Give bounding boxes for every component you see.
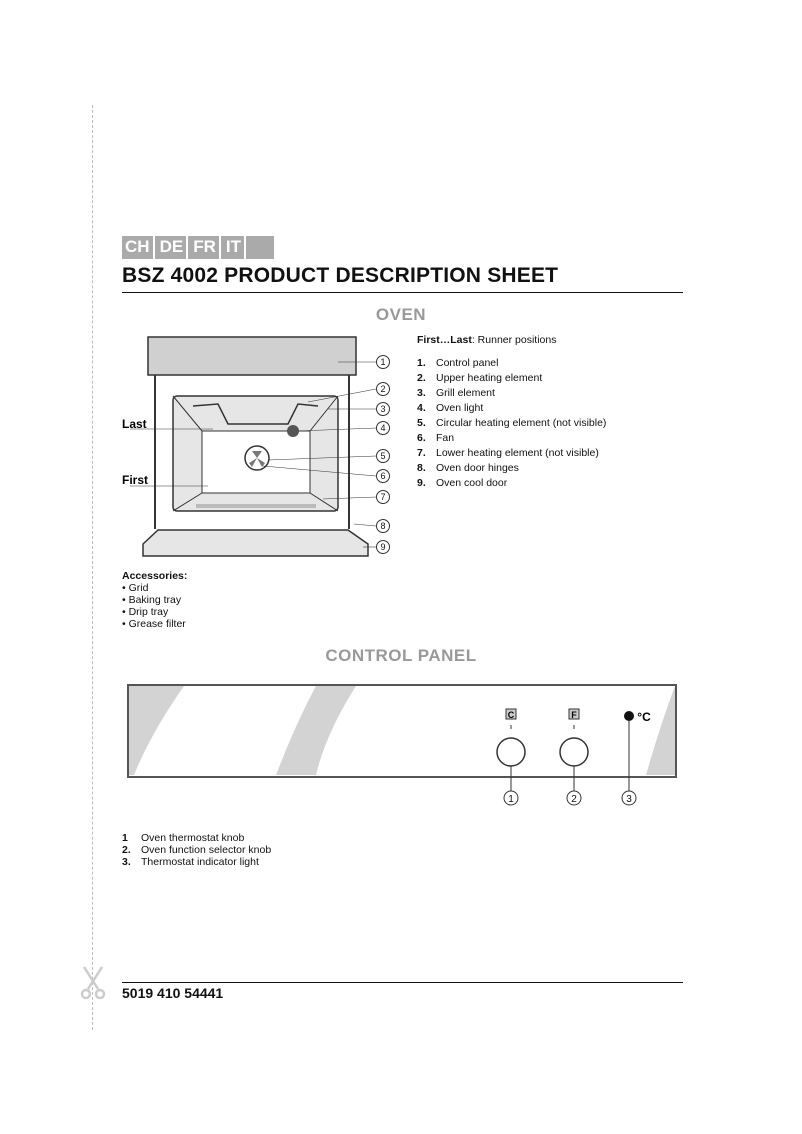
accessory-item: • Grid xyxy=(122,582,149,594)
list-item: 2.Oven function selector knob xyxy=(122,844,272,856)
list-item: 8.Oven door hinges xyxy=(417,462,519,474)
function-selector-knob[interactable] xyxy=(559,737,589,767)
list-item: 2.Upper heating element xyxy=(417,372,543,384)
svg-text:3: 3 xyxy=(380,404,385,414)
callout-1: 1 xyxy=(376,355,390,369)
svg-text:7: 7 xyxy=(380,492,385,502)
lang-fr: FR xyxy=(190,236,221,259)
scissors-icon xyxy=(80,966,106,1000)
callout-7: 7 xyxy=(376,490,390,504)
svg-text:4: 4 xyxy=(380,423,385,433)
callout-5: 5 xyxy=(376,449,390,463)
runner-note: First…Last: Runner positions xyxy=(417,333,556,348)
list-item: 7.Lower heating element (not visible) xyxy=(417,447,599,459)
svg-text:5: 5 xyxy=(380,451,385,461)
list-item: 6.Fan xyxy=(417,432,455,444)
svg-text:1: 1 xyxy=(380,357,385,367)
lang-it: IT xyxy=(223,236,246,259)
accessories-title: Accessories: xyxy=(122,570,188,582)
callout-2: 2 xyxy=(376,382,390,396)
cut-line xyxy=(92,105,93,1030)
accessory-item: • Baking tray xyxy=(122,594,182,606)
accessory-item: • Grease filter xyxy=(122,618,186,630)
list-item: 5.Circular heating element (not visible) xyxy=(417,417,607,429)
callout-6: 6 xyxy=(376,469,390,483)
callout-1: 1 xyxy=(508,794,514,805)
knob-symbol-c: C xyxy=(508,710,515,720)
svg-text:6: 6 xyxy=(380,471,385,481)
indicator-label: °C xyxy=(637,710,651,724)
accessory-item: • Drip tray xyxy=(122,606,169,618)
list-item: 4.Oven light xyxy=(417,402,484,414)
list-item: 1.Control panel xyxy=(417,357,499,369)
svg-text:9: 9 xyxy=(380,542,385,552)
callout-9: 9 xyxy=(376,540,390,554)
label-last: Last xyxy=(122,417,147,431)
oven-parts-list: 1.Control panel 2.Upper heating element … xyxy=(417,356,606,491)
indicator-light xyxy=(624,711,634,721)
control-panel-diagram: C F °C 1 2 3 xyxy=(127,684,677,806)
title-rule xyxy=(122,292,683,293)
callout-2: 2 xyxy=(571,794,577,805)
callout-4: 4 xyxy=(376,421,390,435)
list-item: 3.Thermostat indicator light xyxy=(122,856,259,868)
runner-note-text: : Runner positions xyxy=(471,334,557,346)
label-first: First xyxy=(122,473,148,487)
knob-symbol-f: F xyxy=(571,710,577,720)
product-code: 5019 410 54441 xyxy=(122,985,224,1001)
language-tabs: CH DE FR IT xyxy=(122,236,274,259)
callout-8: 8 xyxy=(376,519,390,533)
runner-note-bold: First…Last xyxy=(417,334,472,346)
callout-3: 3 xyxy=(626,794,632,805)
list-item: 3.Grill element xyxy=(417,387,495,399)
svg-text:2: 2 xyxy=(380,384,385,394)
oven-diagram: 1 2 3 4 5 6 7 8 9 Last First xyxy=(122,336,390,557)
oven-heading: OVEN xyxy=(375,305,427,324)
lang-ch: CH xyxy=(122,236,155,259)
accessories: Accessories: • Grid • Baking tray • Drip… xyxy=(122,570,187,630)
control-panel-heading: CONTROL PANEL xyxy=(325,646,477,665)
footer-rule xyxy=(122,982,683,983)
thermostat-knob[interactable] xyxy=(496,737,526,767)
page-title: BSZ 4002 PRODUCT DESCRIPTION SHEET xyxy=(122,264,559,287)
callout-3: 3 xyxy=(376,402,390,416)
lang-de: DE xyxy=(157,236,189,259)
list-item: 9.Oven cool door xyxy=(417,477,508,489)
svg-text:8: 8 xyxy=(380,521,385,531)
